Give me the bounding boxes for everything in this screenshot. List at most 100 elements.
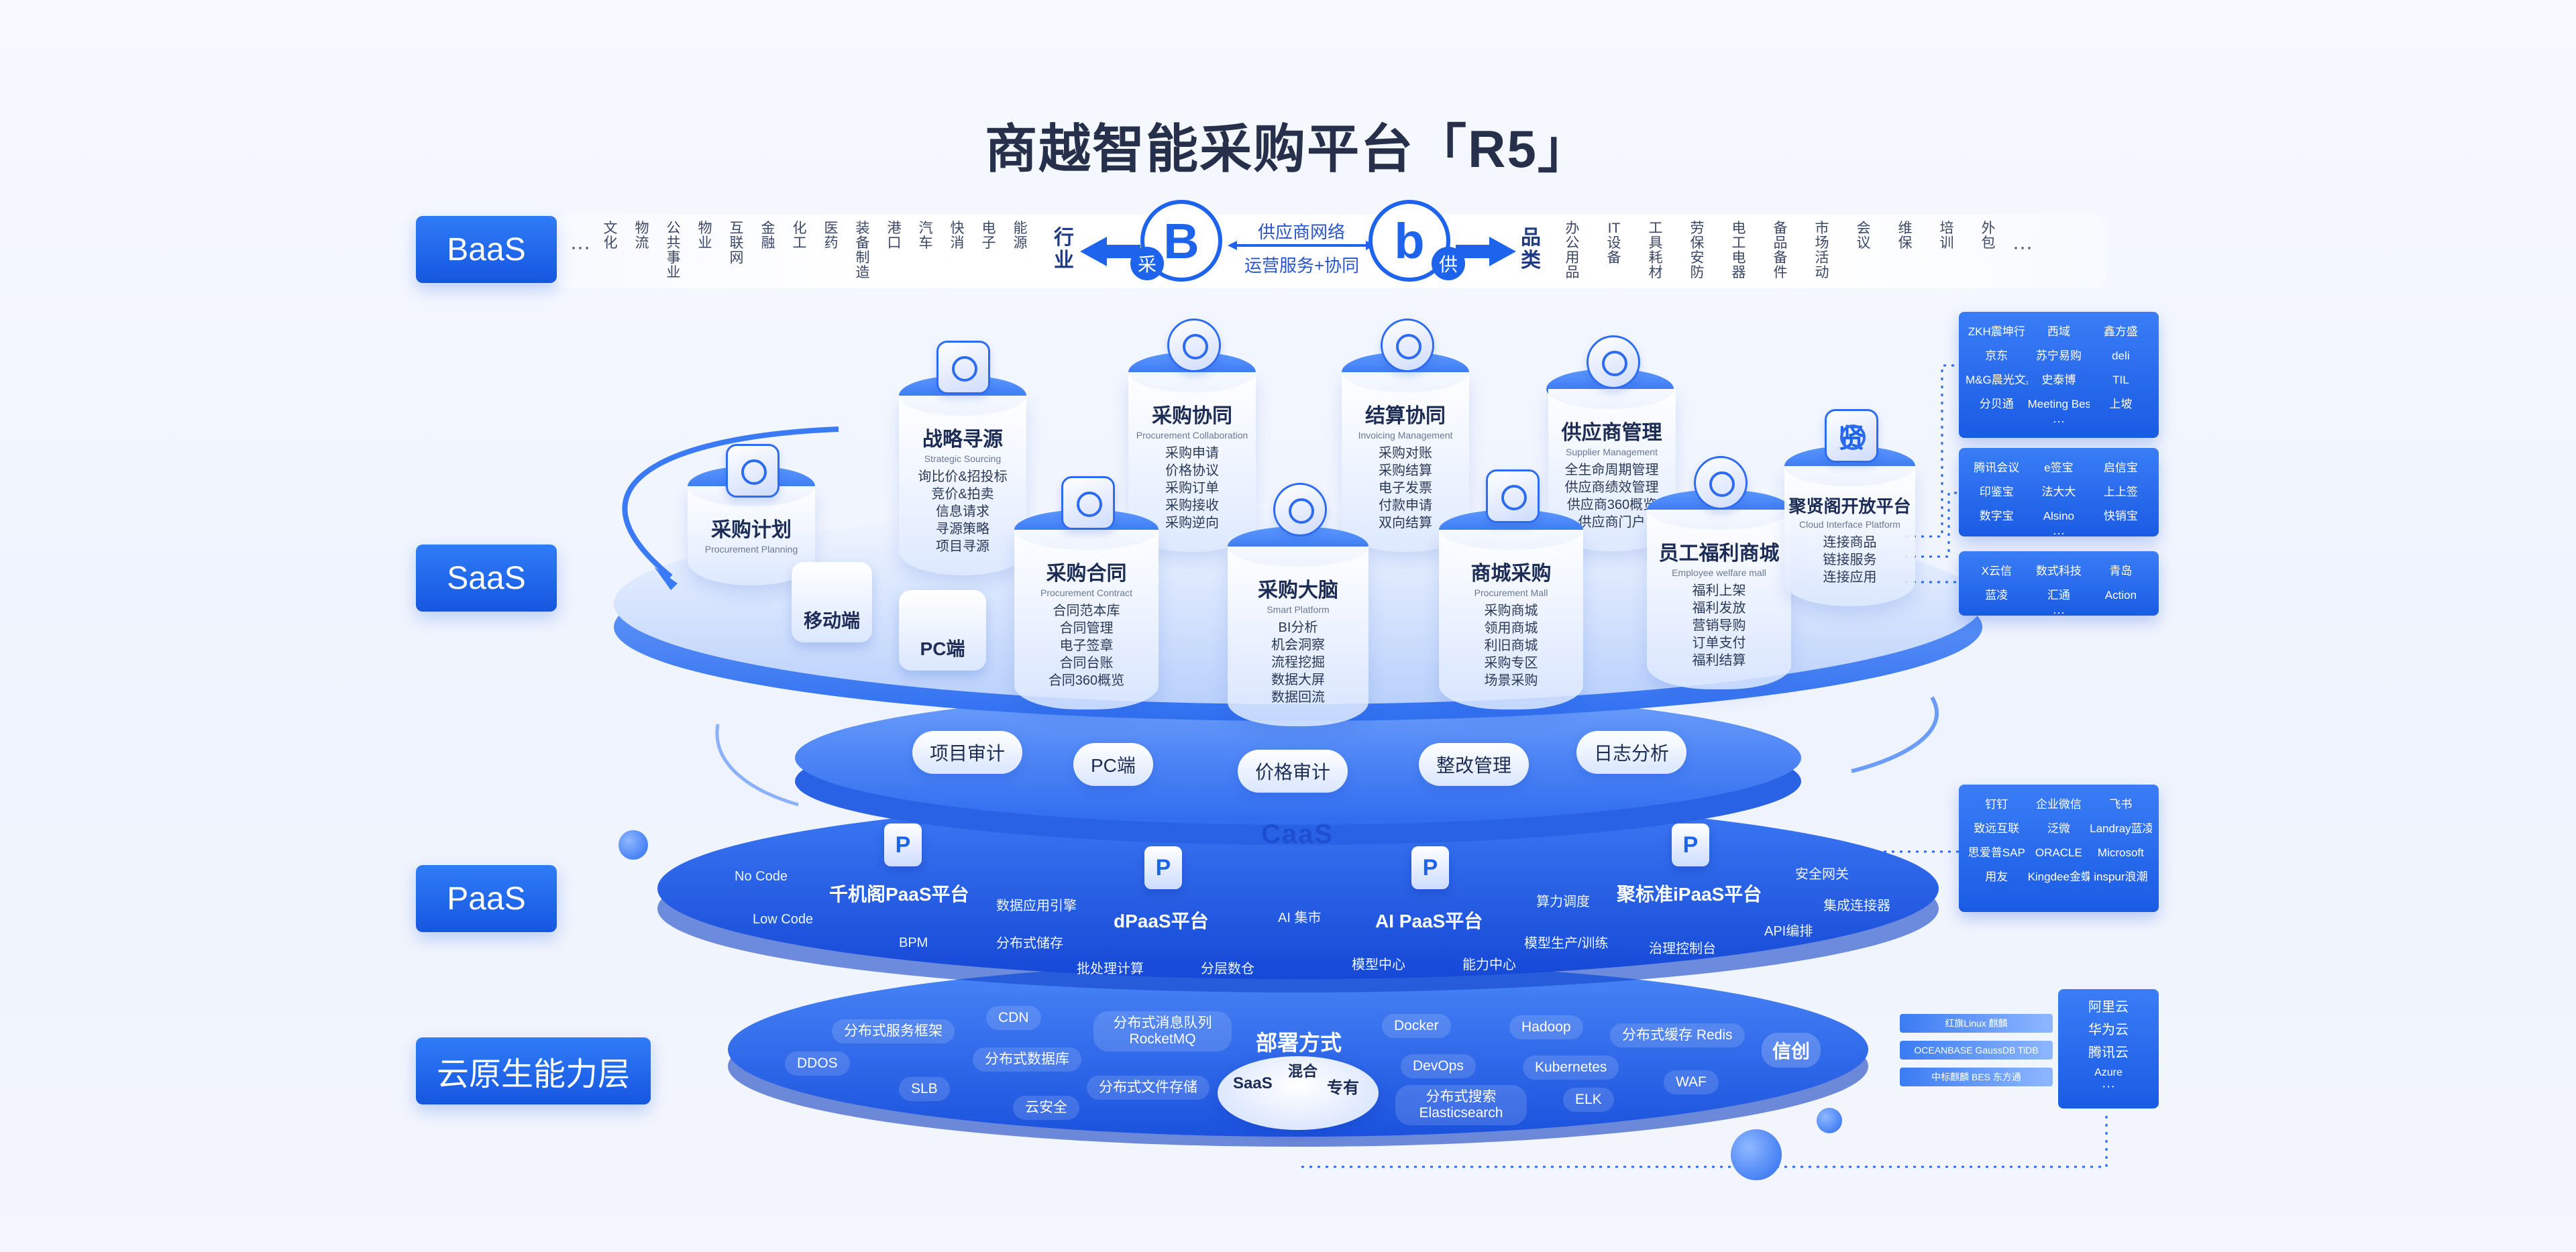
contract-icon — [1061, 476, 1115, 530]
partner-logo: 飞书 — [2109, 798, 2133, 811]
partner-logo: 蓝凌 — [1985, 589, 2008, 602]
xinchuang-vendor-row: OCEANBASE GaussDB TiDB — [1900, 1041, 2053, 1060]
module-subtitle: Smart Platform — [1267, 604, 1330, 615]
module-item: 付款申请 — [1379, 498, 1432, 513]
cloud-item: WAF — [1664, 1070, 1719, 1094]
industry-item: 港口 — [887, 221, 902, 251]
paas-tag: Low Code — [753, 912, 814, 927]
module-item: 合同台账 — [1059, 656, 1114, 671]
paas-tag: No Code — [735, 869, 788, 884]
module-employee-welfare-mall[interactable]: 员工福利商城 Employee welfare mall 福利上架 福利发放 营… — [1647, 490, 1791, 689]
decor-dot — [1731, 1129, 1782, 1180]
module-item: 寻源策略 — [936, 522, 989, 536]
module-supplier-management[interactable]: 供应商管理 Supplier Management 全生命周期管理 供应商绩效管… — [1546, 369, 1677, 551]
partner-logo: Meeting Best — [2027, 398, 2090, 410]
cloud-item: 分布式文件存储 — [1087, 1076, 1210, 1100]
module-item: 竞价&拍卖 — [931, 487, 994, 502]
module-item: 采购申请 — [1165, 446, 1219, 461]
industry-item: 医药 — [824, 221, 839, 251]
module-item: 采购对账 — [1379, 446, 1432, 461]
partner-panel-apps: X云信 数式科技 青岛 蓝凌 汇通 Action ··· — [1959, 551, 2159, 617]
module-subtitle: Procurement Collaboration — [1136, 430, 1248, 441]
xinchuang-label: 信创 — [1762, 1033, 1821, 1068]
module-item: 场景采购 — [1484, 673, 1538, 688]
partner-logo: Kingdee金蝶 — [2027, 870, 2090, 883]
category-item: 劳保安防 — [1690, 221, 1705, 280]
paas-platform-name: dPaaS平台 — [1114, 911, 1209, 931]
mobile-endpoint[interactable]: 移动端 — [792, 562, 872, 642]
module-strategic-sourcing[interactable]: 战略寻源 Strategic Sourcing 询比价&招投标 竞价&拍卖 信息… — [899, 376, 1026, 575]
paas-tag: API编排 — [1764, 924, 1813, 939]
cloud-item: Kubernetes — [1523, 1056, 1619, 1080]
industry-item: 电子 — [981, 221, 996, 251]
category-item: 会议 — [1856, 221, 1871, 251]
paas-tag: 集成连接器 — [1823, 899, 1890, 913]
double-arrow-icon — [1228, 241, 1375, 250]
partner-logo: 印鉴宝 — [1979, 486, 2014, 498]
module-title: 员工福利商城 — [1658, 543, 1780, 565]
module-item: 福利上架 — [1692, 583, 1746, 598]
paas-tag: BPM — [899, 935, 928, 950]
cloud-item: 分布式数据库 — [973, 1047, 1081, 1072]
module-smart-platform[interactable]: 采购大脑 Smart Platform BI分析 机会洞察 流程挖掘 数据大屏 … — [1228, 526, 1368, 726]
module-procurement-contract[interactable]: 采购合同 Procurement Contract 合同范本库 合同管理 电子签… — [1014, 510, 1159, 709]
network-label: 供应商网络 — [1258, 222, 1346, 242]
module-title: 采购大脑 — [1258, 579, 1338, 602]
partner-logo: 数式科技 — [2035, 565, 2082, 577]
cloud-vendor-logo: Azure — [2094, 1067, 2123, 1078]
partner-logo: 苏宁易购 — [2035, 349, 2082, 362]
industry-title: 行业 — [1054, 227, 1074, 272]
module-title: 结算协同 — [1365, 405, 1446, 427]
paas-tag: 模型中心 — [1352, 958, 1405, 972]
category-item: 外包 — [1981, 221, 1996, 251]
partner-logo: ZKH震坤行 — [1968, 325, 2025, 338]
paas-p-icon: P — [1411, 846, 1449, 889]
module-item: 流程挖掘 — [1271, 655, 1325, 670]
caas-pill: 日志分析 — [1576, 731, 1687, 774]
xinchuang-vendor-row: 红旗Linux 麒麟 — [1900, 1014, 2053, 1033]
pc-endpoint[interactable]: PC端 — [899, 590, 986, 671]
module-title: 商城采购 — [1470, 563, 1552, 585]
decor-dot — [1817, 1108, 1842, 1133]
partner-logo: TIL — [2112, 374, 2129, 386]
caas-pill: PC端 — [1073, 743, 1153, 786]
juxian-icon: 贤 — [1825, 409, 1878, 463]
module-item: 价格协议 — [1165, 463, 1219, 478]
module-procurement-mall[interactable]: 商城采购 Procurement Mall 采购商城 领用商城 利旧商城 采购专… — [1439, 510, 1583, 709]
module-title: 采购协同 — [1152, 405, 1232, 427]
partner-logo: Landray蓝凌 — [2090, 822, 2152, 835]
partner-logo: ORACLE — [2035, 846, 2082, 859]
paas-tag: 模型生产/训练 — [1524, 936, 1609, 951]
module-item: 连接商品 — [1823, 535, 1877, 550]
module-item: 领用商城 — [1484, 621, 1538, 636]
module-open-platform[interactable]: 聚贤阁开放平台 Cloud Interface Platform 连接商品 链接… — [1784, 446, 1915, 606]
module-item: 供应商绩效管理 — [1564, 480, 1659, 495]
industry-item: 汽车 — [918, 221, 933, 251]
partner-logo: 思爱普SAP — [1968, 846, 2025, 859]
partner-logo: 西域 — [2047, 325, 2070, 338]
buyer-badge: 采 — [1130, 247, 1164, 280]
module-item: 采购逆向 — [1165, 516, 1219, 530]
baas-right-ellipsis: ··· — [2012, 236, 2033, 258]
paas-tag: 批处理计算 — [1077, 962, 1144, 976]
module-item: 双向结算 — [1379, 516, 1432, 530]
paas-p-icon: P — [1672, 823, 1709, 866]
brain-icon — [1273, 483, 1327, 536]
module-item: 订单支付 — [1692, 636, 1746, 650]
module-subtitle: Strategic Sourcing — [924, 453, 1002, 464]
cloud-item: CDN — [986, 1006, 1041, 1030]
caas-label: CaaS — [1261, 819, 1334, 849]
module-item: 全生命周期管理 — [1564, 463, 1659, 477]
category-item: 维保 — [1898, 221, 1913, 251]
module-subtitle: Procurement Contract — [1040, 587, 1132, 598]
module-item: 项目寻源 — [936, 539, 989, 554]
category-item: 备品备件 — [1773, 221, 1788, 280]
more-indicator: ··· — [2053, 416, 2065, 426]
module-item: 数据大屏 — [1271, 673, 1325, 687]
cloud-item: Hadoop — [1509, 1015, 1583, 1039]
more-indicator: ··· — [2053, 528, 2065, 538]
deploy-method-disc — [1218, 1056, 1379, 1130]
module-title: 供应商管理 — [1561, 422, 1662, 444]
caas-pill: 价格审计 — [1238, 750, 1348, 793]
layer-label-saas: SaaS — [416, 545, 557, 612]
